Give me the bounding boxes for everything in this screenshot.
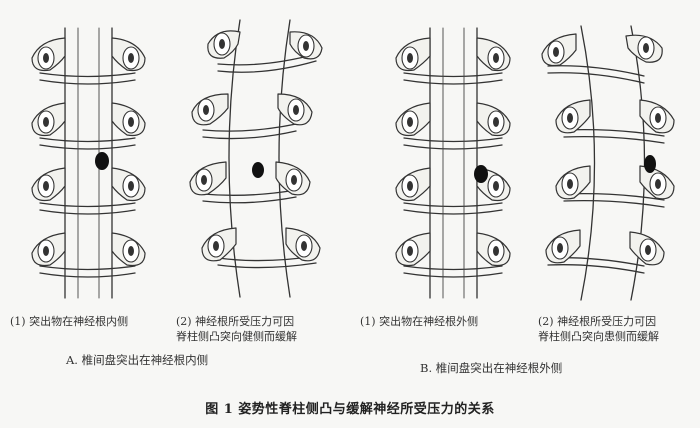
diagram-panel-a2 (178, 12, 328, 304)
caption-line: 脊柱侧凸突向健侧而缓解 (176, 329, 297, 344)
group-b-caption: B. 椎间盘突出在神经根外侧 (420, 360, 562, 376)
caption-line: (2) 神经根所受压力可因 (538, 314, 659, 329)
nerve-roots (190, 31, 322, 261)
panel-b2-caption: (2) 神经根所受压力可因 脊柱侧凸突向患侧而缓解 (538, 314, 659, 344)
caption-line: (1) 突出物在神经根外侧 (360, 314, 478, 329)
nerve-roots (396, 38, 510, 266)
caption-line: (2) 神经根所受压力可因 (176, 314, 297, 329)
panel-a2-caption: (2) 神经根所受压力可因 脊柱侧凸突向健侧而缓解 (176, 314, 297, 344)
figure-caption: 图 1 姿势性脊柱侧凸与缓解神经所受压力的关系 (0, 398, 700, 417)
disc-protrusion (95, 152, 109, 170)
nerve-roots-right (112, 38, 145, 266)
diagram-panel-b2 (536, 18, 686, 308)
disc-protrusion (474, 165, 488, 183)
disc-protrusion (252, 162, 264, 178)
caption-line: (1) 突出物在神经根内侧 (10, 314, 128, 329)
group-a-caption: A. 椎间盘突出在神经根内侧 (66, 352, 208, 368)
nerve-roots-left (32, 38, 65, 266)
panel-b1-caption: (1) 突出物在神经根外侧 (360, 314, 478, 329)
disc-protrusion (644, 155, 656, 173)
diagram-panel-b1 (382, 18, 522, 303)
diagram-panel-a1 (20, 18, 155, 303)
caption-line: 脊柱侧凸突向患侧而缓解 (538, 329, 659, 344)
panel-a1-caption: (1) 突出物在神经根内侧 (10, 314, 128, 329)
